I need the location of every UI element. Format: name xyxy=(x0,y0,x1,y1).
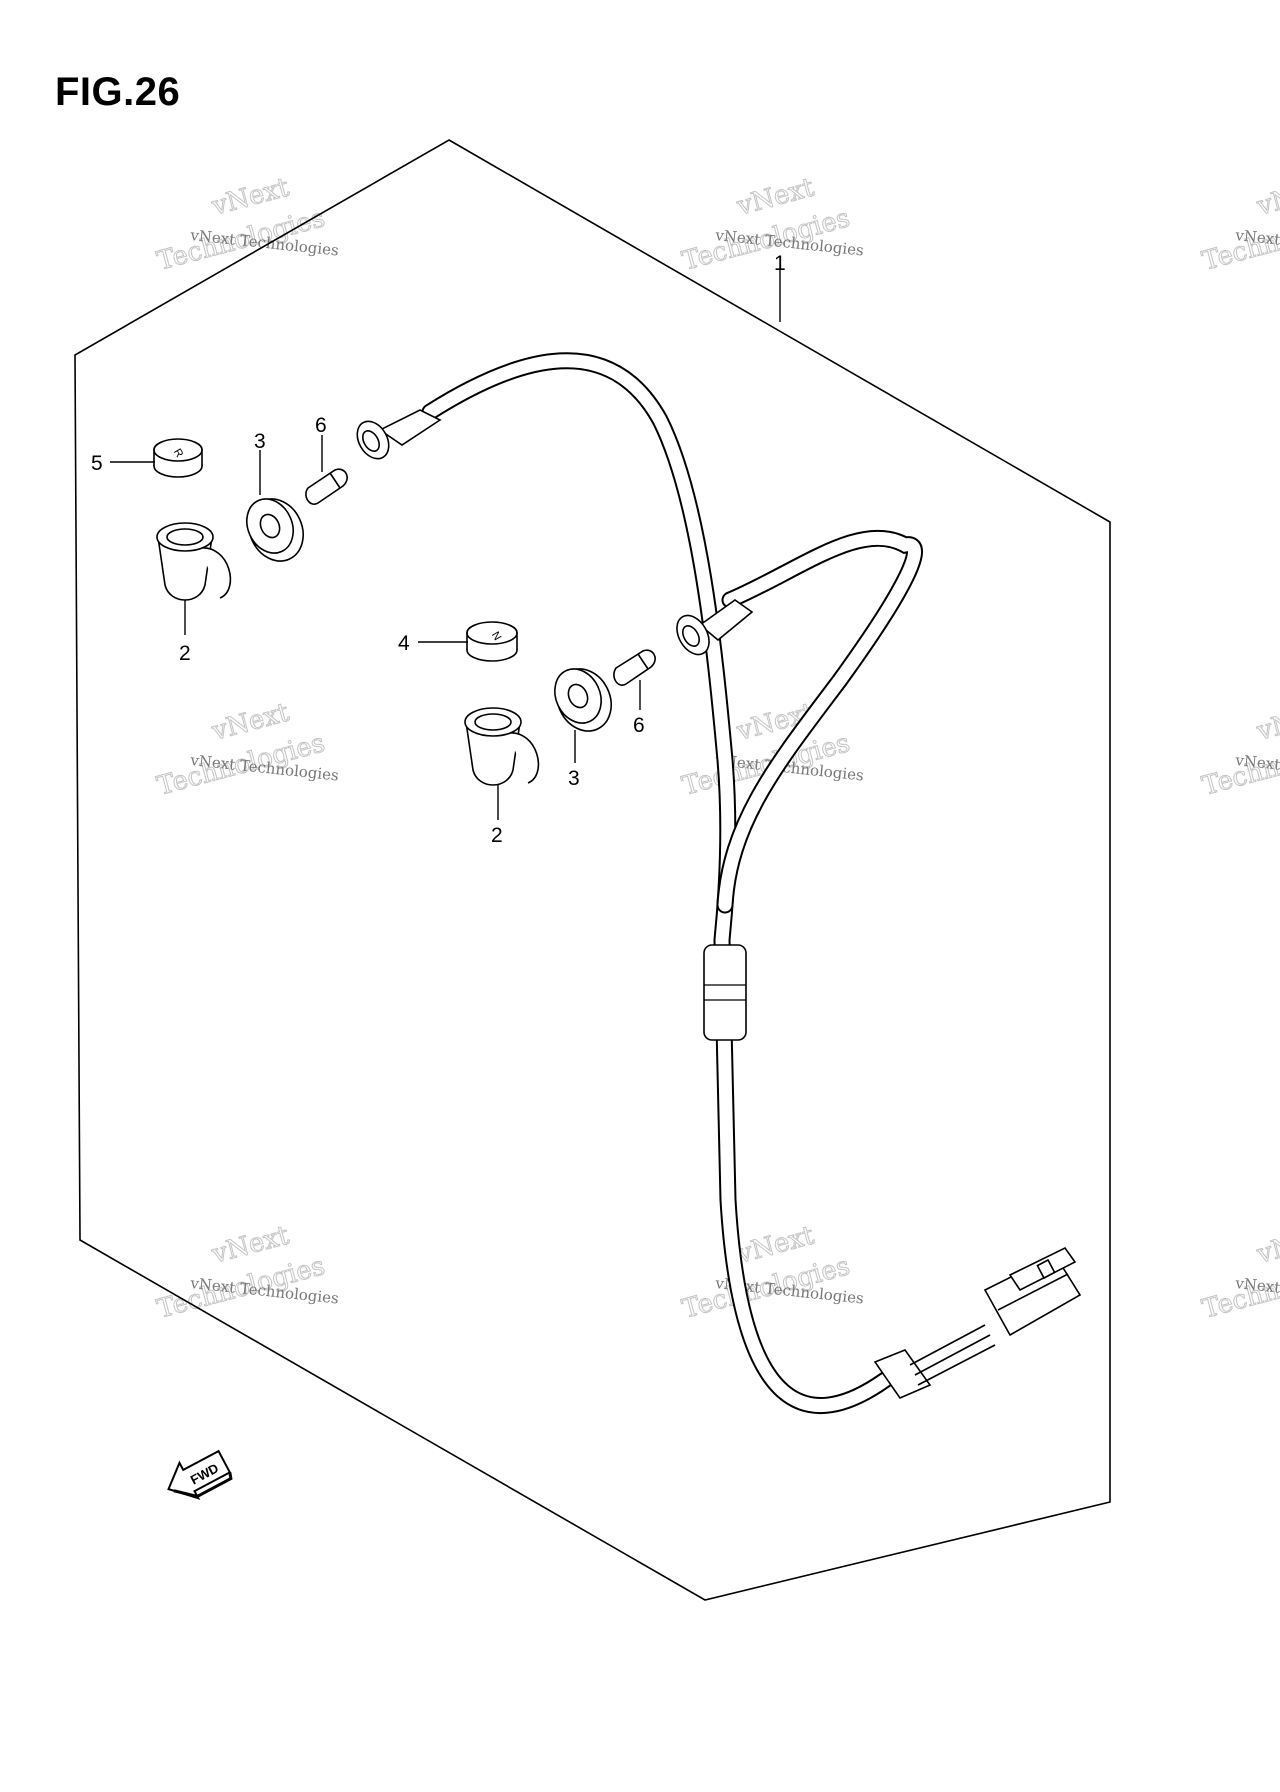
lamp-housing-upper xyxy=(156,522,232,601)
bulb-upper xyxy=(305,468,348,505)
lamp-housing-lower xyxy=(464,707,540,786)
callout-6-upper: 6 xyxy=(315,414,327,437)
callout-5: 5 xyxy=(91,452,103,475)
grommet-lower xyxy=(554,668,612,732)
socket-connector-lower xyxy=(676,599,754,656)
socket-connector-upper xyxy=(356,409,442,460)
grommet-upper xyxy=(246,498,304,562)
callout-2-upper: 2 xyxy=(179,642,191,665)
waterproof-coupler xyxy=(909,1246,1082,1386)
assembly-boundary xyxy=(74,139,1111,1601)
figure-title: FIG.26 xyxy=(55,70,181,114)
callout-4: 4 xyxy=(398,632,410,655)
callout-3-upper: 3 xyxy=(254,430,266,453)
callout-1: 1 xyxy=(774,252,786,275)
cap-n: N xyxy=(466,621,518,662)
leader-lines xyxy=(110,270,781,820)
bulb-lower xyxy=(613,649,656,686)
watermark-top: vNext xyxy=(1253,697,1280,747)
fwd-arrow-icon: FWD xyxy=(167,1449,233,1500)
wire-harness xyxy=(421,352,932,1414)
callout-6-lower: 6 xyxy=(633,714,645,737)
watermark-top: vNext xyxy=(1253,172,1280,222)
watermark-top: vNext xyxy=(1253,1220,1280,1270)
cap-r: R xyxy=(153,438,203,478)
callout-3-lower: 3 xyxy=(568,767,580,790)
callout-labels: 1 5 3 6 2 4 6 3 2 xyxy=(91,252,786,847)
callout-2-lower: 2 xyxy=(491,824,503,847)
